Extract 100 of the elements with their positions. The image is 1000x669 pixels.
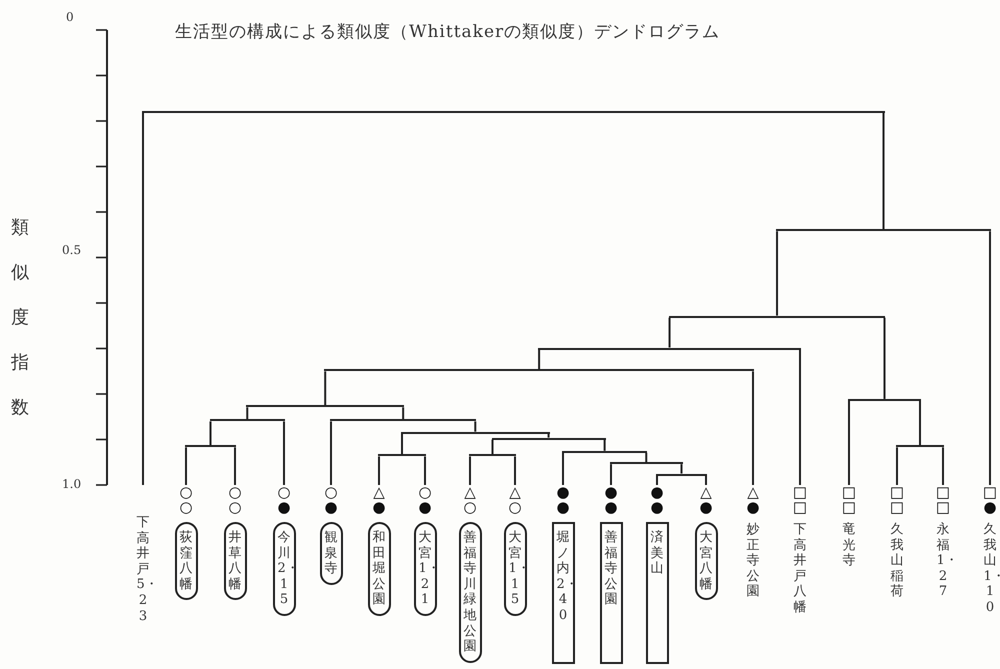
dendrogram-line xyxy=(799,350,801,485)
site-symbol: ● xyxy=(324,500,338,515)
site-symbol: □ xyxy=(982,485,998,500)
cluster-bar xyxy=(848,398,921,401)
dendrogram-line xyxy=(514,456,516,485)
dendrogram-line xyxy=(283,421,285,485)
dendrogram-line xyxy=(656,476,658,485)
dendrogram-line xyxy=(246,407,248,420)
site-name: 竜光寺 xyxy=(842,522,856,569)
cluster-bar xyxy=(610,462,682,464)
cluster-bar xyxy=(210,419,285,422)
site-name-frame: 堀ノ内2・40 xyxy=(552,522,574,664)
site-symbol: □ xyxy=(890,500,904,515)
dendrogram-line xyxy=(610,464,612,485)
site-name-frame: 大宮八幡 xyxy=(694,522,718,600)
site-name-frame: 済美山 xyxy=(646,522,668,664)
dendrogram-line xyxy=(185,447,187,485)
cluster-bar xyxy=(562,450,648,453)
tick-label: 0.5 xyxy=(62,243,82,257)
cluster-bar xyxy=(656,474,707,476)
site-symbol: △ xyxy=(747,485,759,500)
dendrogram-line xyxy=(645,452,648,462)
site-name-frame: 荻窪八幡 xyxy=(174,522,198,600)
dendrogram-line xyxy=(142,112,144,485)
site-symbol: ● xyxy=(556,485,570,500)
dendrogram-line xyxy=(989,231,991,485)
site-symbol: △ xyxy=(509,485,521,500)
site-name-frame: 善福寺川緑地公園 xyxy=(458,522,482,663)
dendrogram-line xyxy=(474,421,476,432)
site-name: 下高井戸八幡 xyxy=(794,522,806,616)
site-symbol: ○ xyxy=(418,485,432,500)
dendrogram-line xyxy=(402,407,404,420)
dendrogram-line xyxy=(882,112,884,230)
dendrogram-line xyxy=(752,371,754,485)
site-name: 久我山稲荷 xyxy=(890,522,904,600)
dendrogram-line xyxy=(604,440,606,451)
site-symbol: ○ xyxy=(324,485,338,500)
site-symbol: ● xyxy=(650,500,664,515)
site-name-frame: 大宮1・15 xyxy=(504,522,526,616)
cluster-bar xyxy=(142,110,884,113)
site-symbol: ○ xyxy=(179,500,193,515)
axis-title: 類似度指数 xyxy=(11,216,29,420)
cluster-bar xyxy=(469,454,516,456)
cluster-bar xyxy=(776,229,991,232)
cluster-bar xyxy=(246,405,404,408)
site-name-frame: 今川2・15 xyxy=(272,522,296,616)
site-symbol: ● xyxy=(604,500,618,515)
dendrogram-line xyxy=(210,421,212,446)
site-name-frame: 井草八幡 xyxy=(224,522,246,600)
site-name: 妙正寺公園 xyxy=(746,522,760,600)
cluster-bar xyxy=(330,419,476,422)
dendrogram-line xyxy=(942,447,944,485)
dendrogram-line xyxy=(548,434,550,438)
cluster-bar xyxy=(324,369,754,372)
site-symbol: ● xyxy=(372,500,386,515)
site-symbol: □ xyxy=(890,485,904,500)
dendrogram-line xyxy=(705,476,707,485)
site-symbol: □ xyxy=(792,485,808,500)
site-symbol: ○ xyxy=(228,500,242,515)
site-symbol: △ xyxy=(464,485,476,500)
site-symbol: ● xyxy=(650,485,664,500)
site-symbol: □ xyxy=(842,485,856,500)
tick-label: 0 xyxy=(66,10,74,24)
chart-title: 生活型の構成による類似度（Whittakerの類似度）デンドログラム xyxy=(175,21,720,43)
site-symbol: □ xyxy=(936,485,950,500)
dendrogram-line xyxy=(919,400,921,446)
dendrogram-line xyxy=(401,434,403,454)
site-symbol: ● xyxy=(983,500,997,515)
cluster-bar xyxy=(492,438,606,440)
site-symbol: ● xyxy=(277,500,291,515)
site-symbol: ● xyxy=(418,500,432,515)
site-symbol: ● xyxy=(746,500,760,515)
dendrogram-line xyxy=(884,318,886,399)
site-symbol: ● xyxy=(604,485,618,500)
cluster-bar xyxy=(378,454,426,456)
dendrogram-line xyxy=(234,447,236,485)
cluster-bar xyxy=(896,445,944,448)
site-symbol: △ xyxy=(700,485,712,500)
site-symbol: □ xyxy=(792,500,808,515)
dendrogram-line xyxy=(330,421,332,485)
dendrogram-line xyxy=(896,447,898,485)
dendrogram-line xyxy=(776,231,778,316)
dendrogram-line xyxy=(424,456,426,485)
site-symbol: ○ xyxy=(508,500,522,515)
site-symbol: ● xyxy=(699,500,713,515)
site-symbol: □ xyxy=(936,500,950,515)
site-name-frame: 善福寺公園 xyxy=(600,522,622,664)
site-symbol: ○ xyxy=(277,485,291,500)
site-symbol: ○ xyxy=(179,485,193,500)
dendrogram-line xyxy=(562,452,564,485)
cluster-bar xyxy=(401,432,550,434)
site-name-frame: 和田堀公園 xyxy=(368,522,390,616)
dendrogram-line xyxy=(668,318,671,348)
cluster-bar xyxy=(668,316,886,318)
site-symbol: □ xyxy=(842,500,856,515)
site-symbol: △ xyxy=(373,485,385,500)
dendrogram-line xyxy=(538,350,540,370)
site-symbol: ● xyxy=(556,500,570,515)
site-name-frame: 大宮1・21 xyxy=(414,522,436,616)
dendrogram-line xyxy=(469,456,471,485)
